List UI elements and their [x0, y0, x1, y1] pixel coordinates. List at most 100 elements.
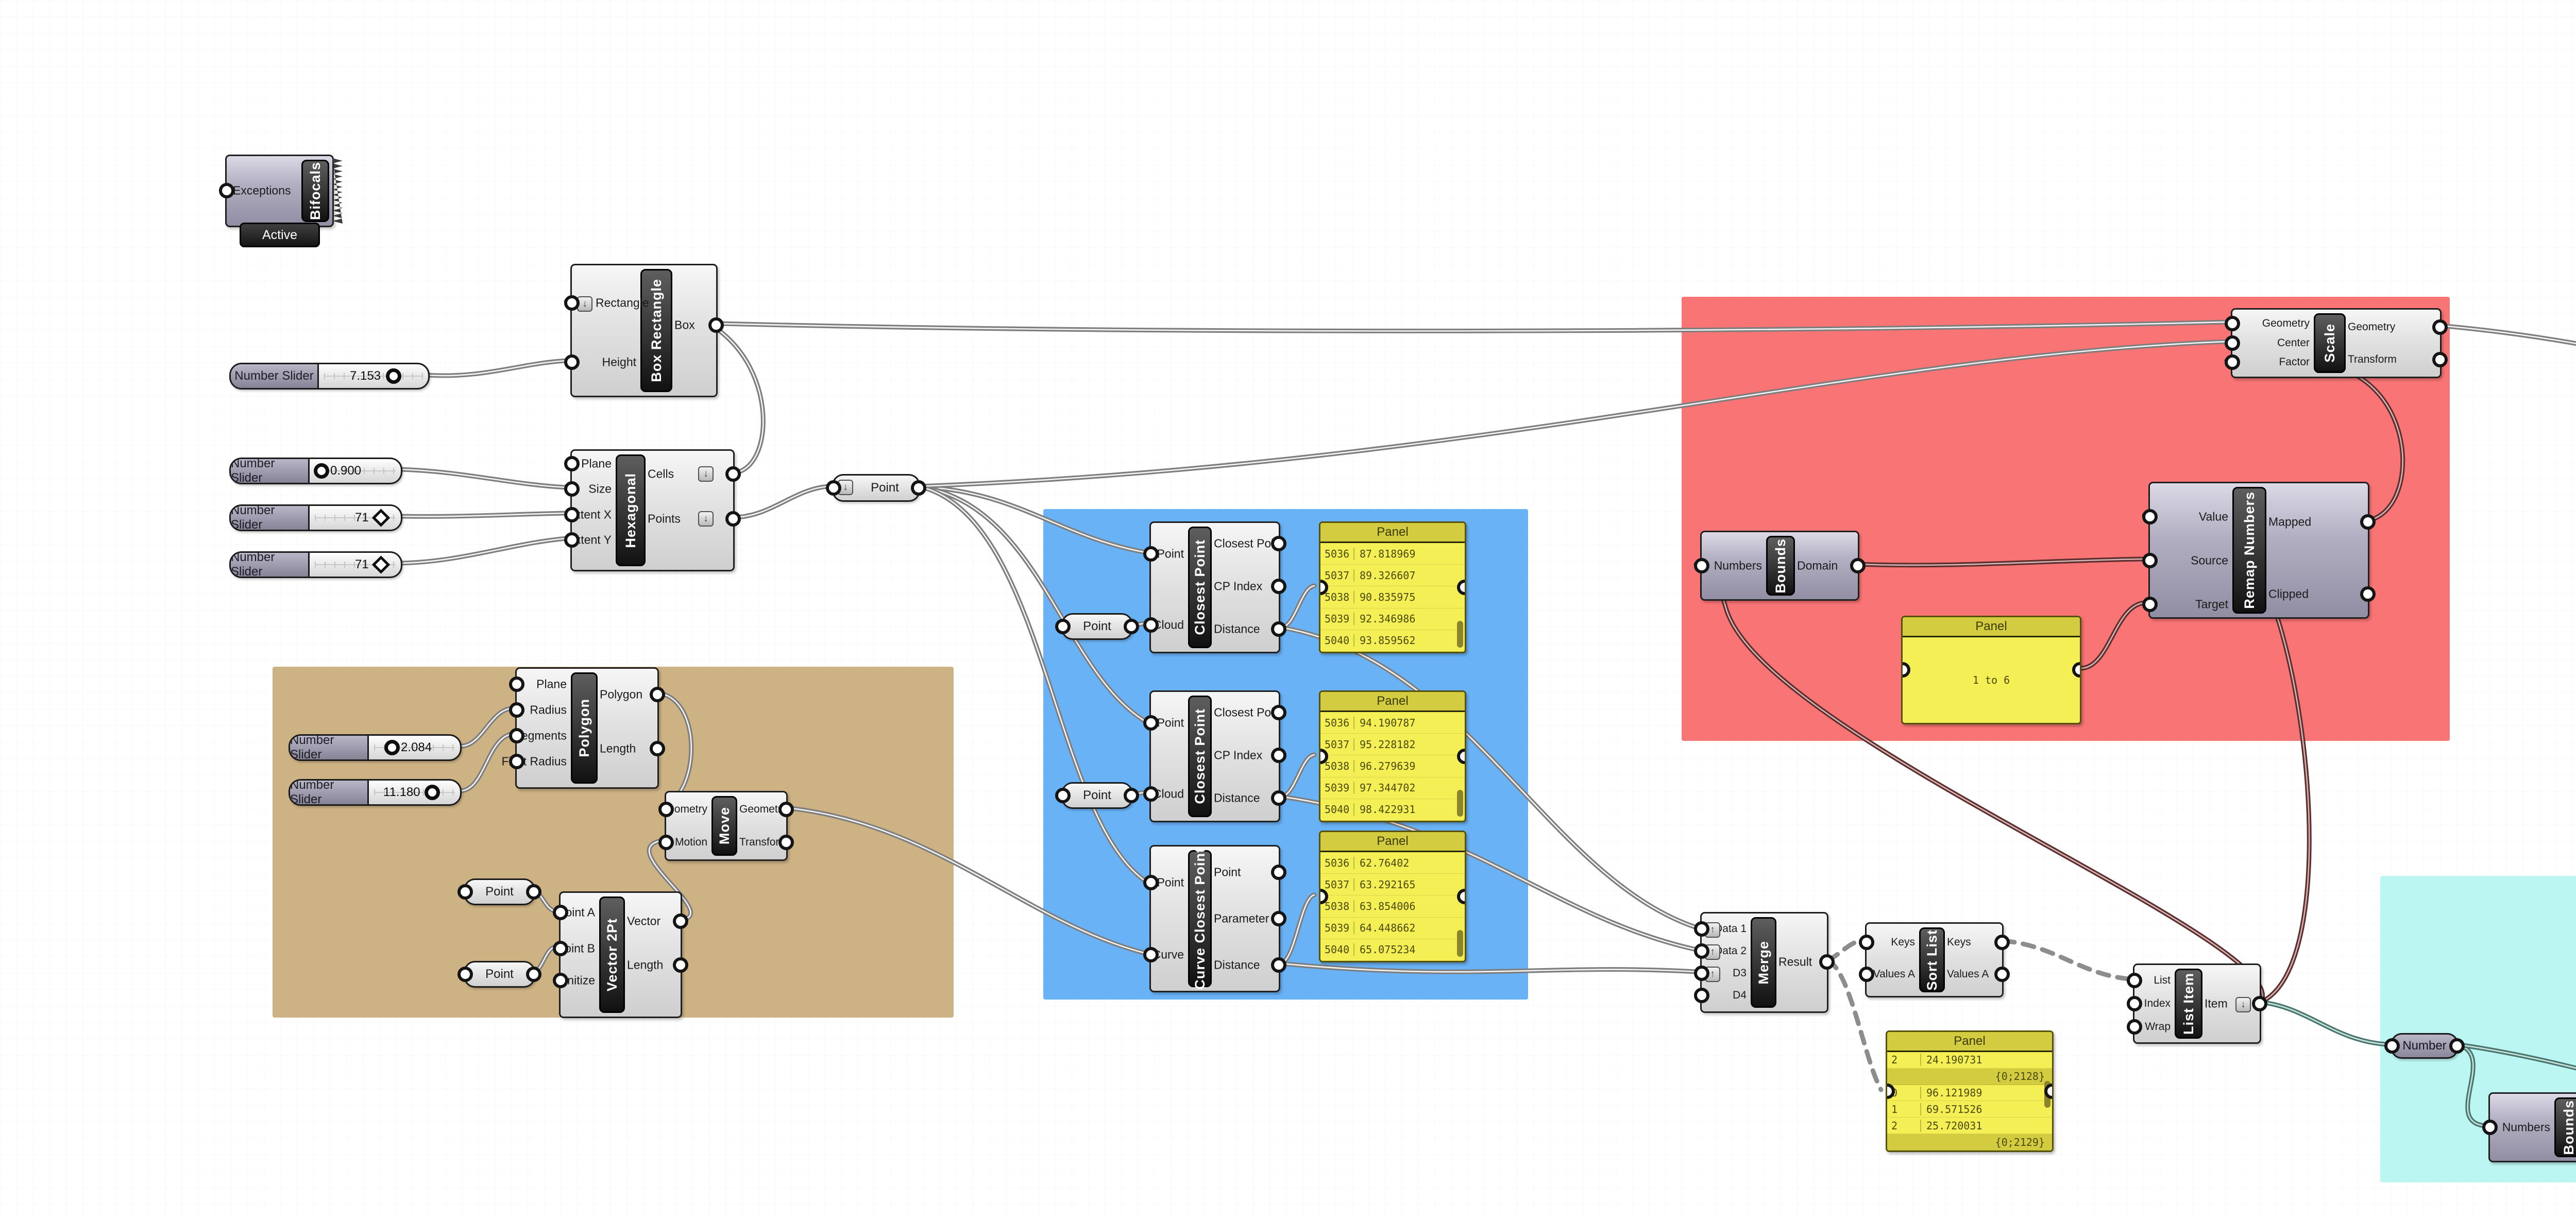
slider-track[interactable]: 7.153 — [319, 364, 428, 388]
output-node[interactable] — [1994, 935, 2010, 950]
output-node[interactable] — [725, 511, 741, 527]
output-node[interactable] — [1271, 705, 1286, 720]
input-node[interactable] — [2127, 996, 2142, 1011]
slider-track[interactable]: 2.084 — [369, 736, 460, 759]
panel-merged[interactable]: Panel 224.190731 {0;2128} 096.121989 169… — [1886, 1030, 2054, 1152]
output-node[interactable] — [1271, 621, 1286, 637]
input-node[interactable] — [826, 480, 841, 496]
panel-scrollbar[interactable] — [1457, 930, 1463, 957]
output-node[interactable] — [673, 914, 688, 929]
flatten-icon[interactable]: ↓ — [698, 466, 714, 482]
output-node[interactable] — [725, 466, 741, 482]
number-slider-extent-y[interactable]: Number Slider 71 — [229, 551, 402, 578]
input-node[interactable] — [2225, 335, 2240, 351]
input-node[interactable] — [1143, 715, 1159, 731]
input-node[interactable] — [1694, 988, 1709, 1003]
output-node[interactable] — [1850, 558, 1866, 573]
input-node[interactable] — [509, 676, 524, 692]
output-node[interactable] — [2449, 1038, 2465, 1054]
output-node[interactable] — [708, 317, 724, 333]
input-node[interactable] — [1320, 580, 1328, 595]
output-node[interactable] — [1819, 954, 1835, 970]
output-node[interactable] — [778, 835, 794, 850]
input-node[interactable] — [2142, 553, 2158, 568]
param-point-b[interactable]: Point — [457, 961, 541, 988]
number-slider-segments[interactable]: Number Slider 11.180 — [289, 779, 462, 806]
output-node[interactable] — [2252, 996, 2267, 1011]
flatten-icon[interactable]: ↓ — [698, 511, 714, 527]
output-node[interactable] — [526, 884, 541, 900]
input-node[interactable] — [564, 354, 580, 370]
input-node[interactable] — [564, 456, 580, 471]
component-closest-point-b[interactable]: Closest Point Point Cloud Closest Point … — [1143, 690, 1286, 822]
output-node[interactable] — [1271, 957, 1286, 973]
output-node[interactable] — [1271, 748, 1286, 763]
slider-knob-integer[interactable] — [371, 509, 391, 527]
component-merge[interactable]: Merge ↑ ↑ ↑ Data 1 Data 2 D3 D4 Result — [1694, 912, 1835, 1013]
input-node[interactable] — [553, 905, 568, 920]
output-node[interactable] — [2360, 514, 2376, 530]
output-node[interactable] — [1124, 788, 1139, 803]
component-box-rectangle[interactable]: Box Rectangle ↓ Rectangle Height Box — [564, 264, 724, 397]
panel-scrollbar[interactable] — [1457, 621, 1463, 648]
component-bifocals[interactable]: Exceptions Bifocals — [219, 155, 343, 227]
input-node[interactable] — [1694, 966, 1709, 981]
input-node[interactable] — [457, 884, 473, 900]
output-node[interactable] — [2360, 586, 2376, 602]
param-point-cloud-a[interactable]: Point — [1055, 613, 1139, 640]
flatten-icon[interactable]: ↓ — [2235, 997, 2251, 1012]
output-node[interactable] — [1271, 865, 1286, 880]
output-node[interactable] — [2432, 352, 2448, 367]
output-node[interactable] — [526, 967, 541, 982]
slider-knob[interactable] — [384, 740, 400, 755]
slider-knob[interactable] — [425, 785, 440, 800]
input-node[interactable] — [2482, 1120, 2498, 1135]
input-node[interactable] — [1887, 1084, 1895, 1099]
bifocals-active-badge[interactable]: Active — [240, 223, 320, 247]
input-node[interactable] — [1055, 788, 1071, 803]
input-node[interactable] — [1055, 619, 1071, 634]
input-node[interactable] — [1143, 546, 1159, 562]
input-node[interactable] — [2384, 1038, 2400, 1054]
output-node[interactable] — [778, 802, 794, 817]
output-node[interactable] — [1271, 790, 1286, 806]
output-node[interactable] — [2432, 319, 2448, 335]
slider-track[interactable]: 71 — [310, 553, 401, 577]
input-node[interactable] — [564, 532, 580, 548]
slider-knob[interactable] — [386, 368, 401, 384]
output-node[interactable] — [2044, 1084, 2052, 1099]
input-node[interactable] — [658, 802, 674, 817]
slider-knob[interactable] — [314, 463, 329, 479]
input-node[interactable] — [2142, 597, 2158, 612]
component-remap-numbers[interactable]: Remap Numbers Value Source Target Mapped… — [2142, 482, 2376, 619]
input-node[interactable] — [1694, 943, 1709, 959]
input-node[interactable] — [1143, 947, 1159, 962]
input-node[interactable] — [509, 702, 524, 718]
output-node[interactable] — [1271, 579, 1286, 594]
input-node[interactable] — [553, 973, 568, 988]
input-node[interactable] — [1143, 875, 1159, 890]
component-bounds-gradient[interactable]: Bounds Numbers Domain — [2482, 1092, 2576, 1162]
output-node[interactable] — [1271, 911, 1286, 926]
output-node[interactable] — [1271, 536, 1286, 551]
param-point-a[interactable]: Point — [457, 878, 541, 905]
input-node[interactable] — [457, 967, 473, 982]
input-node[interactable] — [1694, 558, 1709, 573]
param-point-grid[interactable]: ↓ Point — [826, 474, 926, 502]
input-node[interactable] — [1143, 617, 1159, 633]
component-vector-2pt[interactable]: Vector 2Pt Point A Point B Unitize Vecto… — [553, 891, 688, 1018]
slider-track[interactable]: 71 — [310, 506, 401, 530]
component-curve-closest-point[interactable]: Curve Closest Point Point Curve Point Pa… — [1143, 845, 1286, 992]
input-node[interactable] — [658, 835, 674, 850]
input-node[interactable] — [1143, 786, 1159, 802]
output-node[interactable] — [650, 687, 665, 702]
input-node[interactable] — [2225, 316, 2240, 331]
input-node[interactable] — [2225, 354, 2240, 370]
component-move[interactable]: Move Geometry Motion Geometry Transform — [658, 791, 794, 861]
input-node[interactable] — [553, 941, 568, 956]
output-node[interactable] — [1457, 580, 1465, 595]
component-list-item[interactable]: List Item List Index Wrap Item ↓ — [2127, 963, 2267, 1044]
